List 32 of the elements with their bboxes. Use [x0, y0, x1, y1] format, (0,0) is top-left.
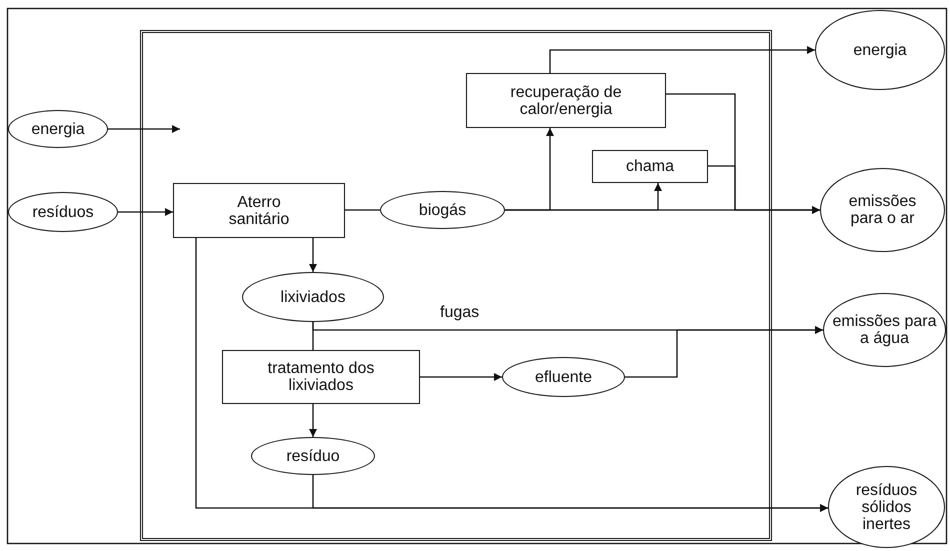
arrow [420, 373, 502, 381]
process-box [466, 73, 666, 128]
system-boundary-box [140, 30, 772, 541]
node-label: biogás [418, 202, 466, 218]
arrow [708, 165, 820, 214]
node-label: chama [626, 158, 674, 175]
node-label: resíduo [286, 448, 340, 464]
node-label: tratamento dos lixiviados [266, 360, 376, 394]
arrow [108, 125, 180, 133]
node-label: energia [853, 42, 907, 58]
node-label: resíduos [32, 204, 94, 220]
arrow [118, 208, 173, 216]
node-label: emissões para a água [831, 313, 938, 347]
connector-line [345, 209, 380, 211]
arrow [549, 46, 815, 73]
edge-label: fugas [438, 304, 482, 322]
node-label: emissões para o ar [848, 193, 918, 227]
process-box [173, 183, 345, 238]
arrow [625, 326, 823, 378]
process-box [592, 150, 708, 183]
arrow [309, 238, 317, 272]
node-label: energia [31, 120, 85, 138]
node-label: efluente [535, 368, 592, 386]
process-box [222, 350, 420, 404]
flow-ellipse [8, 192, 118, 232]
node-label: resíduos sólidos inertes [854, 482, 918, 532]
flow-ellipse [8, 110, 108, 148]
arrow [195, 238, 828, 512]
node-label: recuperação de calor/energia [509, 84, 623, 118]
node-label: Aterro sanitário [228, 194, 290, 228]
node-label: lixiviados [280, 288, 346, 306]
arrow [309, 404, 317, 437]
